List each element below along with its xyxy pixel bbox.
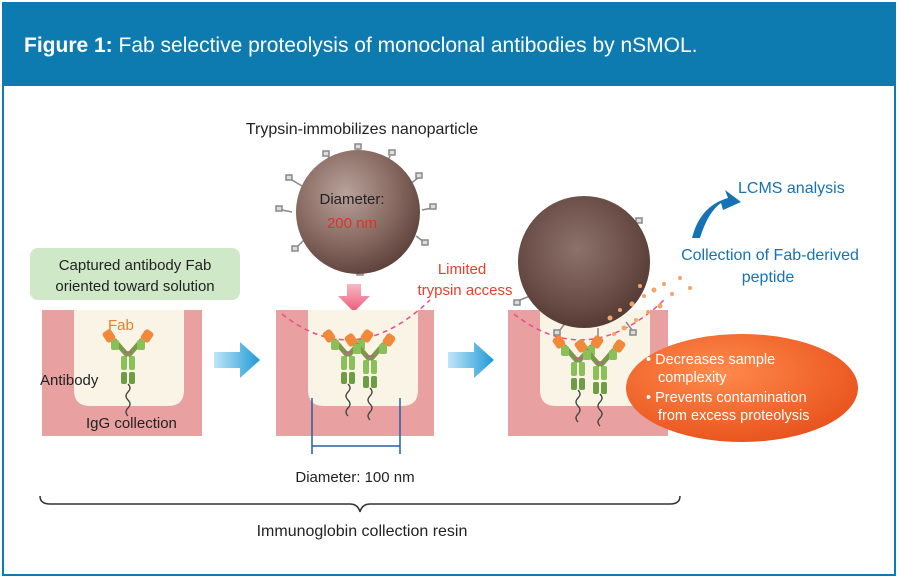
limited-line1: Limited bbox=[438, 261, 486, 278]
benefits-callout bbox=[626, 334, 858, 442]
benefit1-line1: • Decreases sample bbox=[646, 352, 775, 368]
benefit2-line2: from excess proteolysis bbox=[658, 408, 810, 424]
captured-note-box bbox=[30, 248, 240, 300]
resin-label: Immunoglobin collection resin bbox=[257, 523, 468, 540]
igg-collection-label: IgG collection bbox=[86, 415, 177, 432]
figure-label: Figure 1: bbox=[24, 34, 113, 57]
collection-line2: peptide bbox=[742, 269, 795, 286]
nanoparticle-diameter-value: 200 nm bbox=[327, 215, 377, 232]
resin-brace bbox=[39, 495, 681, 513]
resin-well-2 bbox=[276, 310, 434, 436]
pore-diameter-bracket bbox=[311, 398, 401, 454]
limit-arc-3 bbox=[513, 299, 665, 341]
captured-note-line1: Captured antibody Fab bbox=[59, 257, 212, 274]
lcms-label: LCMS analysis bbox=[738, 180, 845, 197]
nanoparticle-large bbox=[275, 143, 437, 276]
peptide-fragments bbox=[607, 276, 692, 336]
benefit1-line2: complexity bbox=[658, 370, 727, 386]
figure-caption-text: Fab selective proteolysis of monoclonal … bbox=[118, 34, 698, 57]
captured-note-line2: oriented toward solution bbox=[55, 278, 214, 295]
figure-caption: Figure 1: Fab selective proteolysis of m… bbox=[24, 34, 698, 58]
figure-header: Figure 1: Fab selective proteolysis of m… bbox=[4, 4, 894, 86]
nanoparticle-diameter-label: Diameter: bbox=[319, 191, 384, 208]
pore-diameter-label: Diameter: 100 nm bbox=[295, 469, 414, 486]
fab-label: Fab bbox=[108, 317, 134, 334]
step-arrow-2 bbox=[448, 342, 494, 378]
limited-line2: trypsin access bbox=[417, 282, 512, 299]
benefit2-line1: • Prevents contamination bbox=[646, 390, 807, 406]
lcms-arrow bbox=[692, 190, 741, 238]
step-arrow-1 bbox=[214, 342, 260, 378]
nanoparticle-title: Trypsin-immobilizes nanoparticle bbox=[246, 121, 478, 138]
limit-arc-2 bbox=[281, 299, 431, 341]
down-arrow bbox=[338, 284, 370, 312]
antibody-label: Antibody bbox=[40, 372, 99, 389]
collection-line1: Collection of Fab-derived bbox=[681, 247, 859, 264]
